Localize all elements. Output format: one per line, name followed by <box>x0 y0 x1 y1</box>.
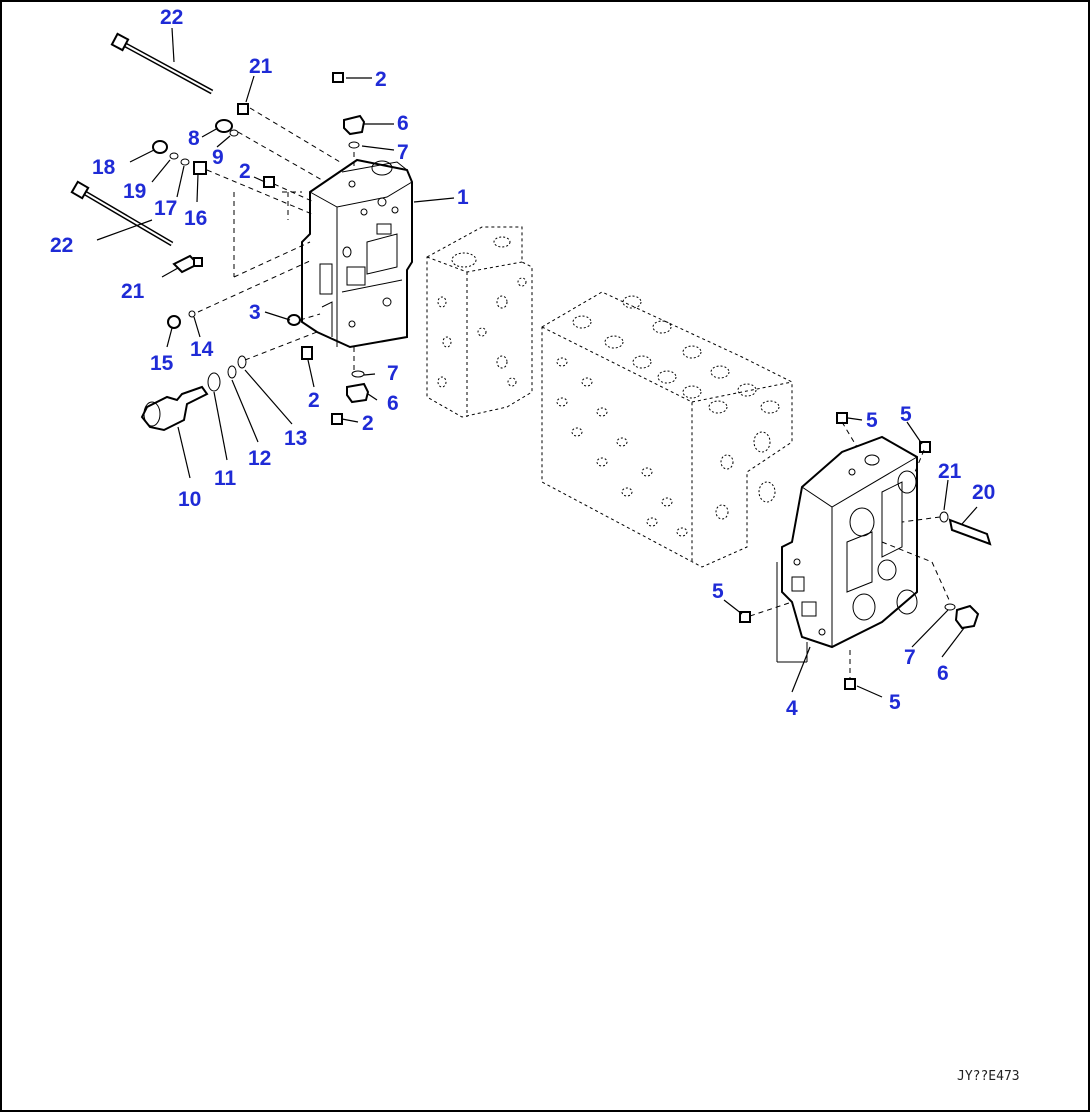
callout-10: 10 <box>178 488 201 511</box>
callout-11: 11 <box>214 467 237 490</box>
callout-7: 7 <box>397 141 409 164</box>
assembly-guide-lines <box>197 107 951 678</box>
callout-2: 2 <box>375 68 387 91</box>
drawing-code: JY??E473 <box>957 1069 1020 1084</box>
callout-5: 5 <box>889 691 901 714</box>
callout-21: 21 <box>249 55 273 78</box>
tie-bolt-upper <box>110 32 214 95</box>
callout-15: 15 <box>150 352 174 375</box>
callout-9: 9 <box>212 146 224 169</box>
callout-12: 12 <box>248 447 271 470</box>
callout-19: 19 <box>123 180 146 203</box>
callout-6: 6 <box>397 112 409 135</box>
callout-13: 13 <box>284 427 307 450</box>
callout-4: 4 <box>786 697 798 720</box>
callout-labels: 22 21 2 6 7 8 9 18 19 17 16 2 1 22 21 3 … <box>50 6 995 720</box>
callout-22: 22 <box>50 234 73 257</box>
valve-section-part-4 <box>781 435 918 649</box>
callout-5: 5 <box>866 409 878 432</box>
callout-2: 2 <box>308 389 320 412</box>
callout-14: 14 <box>190 338 214 361</box>
callout-2: 2 <box>362 412 374 435</box>
callout-1: 1 <box>457 186 469 209</box>
middle-section-ghost <box>426 226 533 418</box>
callout-22: 22 <box>160 6 183 29</box>
hardware-parts <box>140 72 992 690</box>
callout-21: 21 <box>938 460 962 483</box>
callout-6: 6 <box>387 392 399 415</box>
callout-3: 3 <box>249 301 261 324</box>
callout-17: 17 <box>154 197 177 220</box>
callout-2: 2 <box>239 160 251 183</box>
callout-16: 16 <box>184 207 207 230</box>
callout-20: 20 <box>972 481 995 504</box>
callout-7: 7 <box>904 646 916 669</box>
callout-21: 21 <box>121 280 145 303</box>
callout-5: 5 <box>900 403 912 426</box>
callout-5: 5 <box>712 580 724 603</box>
callout-6: 6 <box>937 662 949 685</box>
leader-lines <box>96 27 978 698</box>
valve-section-part-1 <box>301 158 413 349</box>
callout-18: 18 <box>92 156 116 179</box>
callout-7: 7 <box>387 362 399 385</box>
tie-bolt-lower <box>70 180 174 247</box>
callout-8: 8 <box>188 127 200 150</box>
main-valve-body-ghost <box>541 291 793 568</box>
